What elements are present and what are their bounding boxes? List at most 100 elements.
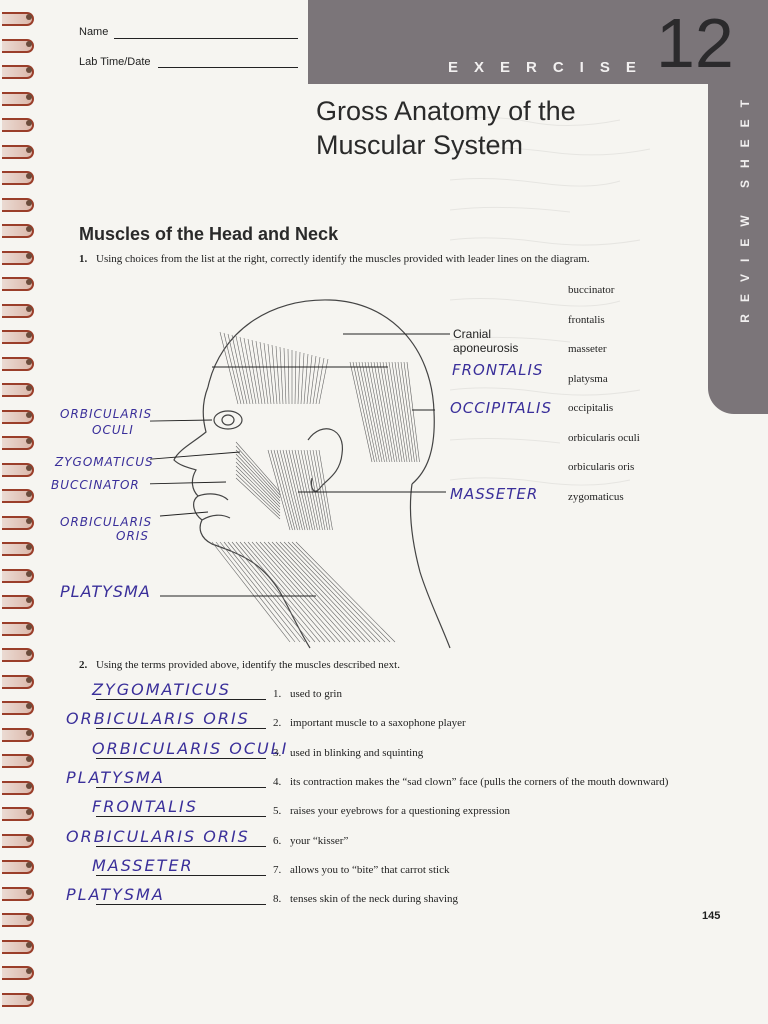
muscle-fiber [312, 356, 321, 405]
muscle-fiber [294, 449, 313, 531]
answer-number: 8. [273, 893, 282, 906]
hw-zygomaticus: ZYGOMATICUS [55, 455, 154, 469]
answer-handwritten: PLATYSMA [66, 767, 165, 787]
muscle-fiber [283, 347, 287, 405]
binding-hole [26, 597, 32, 603]
answer-description: your “kisser” [290, 834, 349, 847]
muscle-fiber [239, 336, 254, 405]
muscle-fiber [271, 541, 366, 643]
answer-line [96, 816, 266, 818]
muscle-fiber [297, 449, 316, 531]
hw-frontalis: FRONTALIS [452, 361, 544, 379]
answer-description: important muscle to a saxophone player [290, 717, 466, 730]
hw-buccinator: BUCCINATOR [51, 478, 140, 492]
hw-platysma: PLATYSMA [60, 582, 151, 601]
binding-hole [26, 464, 32, 471]
muscle-fiber [287, 541, 386, 643]
muscle-fiber [276, 449, 298, 531]
answer-number: 1. [273, 688, 282, 700]
muscle-fiber [215, 541, 296, 643]
muscle-fiber [358, 361, 380, 463]
exercise-banner [308, 0, 768, 84]
lab-time-line [158, 67, 298, 68]
muscle-fiber [376, 361, 395, 463]
muscle-fiber [271, 344, 278, 405]
muscle-fiber [306, 449, 323, 531]
muscle-fiber [235, 449, 281, 499]
answer-line [96, 845, 266, 847]
lab-time-label: Lab Time/Date [79, 56, 151, 68]
muscle-fiber [275, 541, 371, 643]
binding-hole [26, 517, 32, 524]
muscle-fiber [406, 361, 420, 463]
binding-hole [26, 729, 32, 736]
choice-item: orbicularis oris [568, 461, 635, 473]
choice-item: zygomaticus [568, 490, 624, 503]
question-2-number: 2. [79, 659, 88, 671]
muscle-fiber [355, 361, 378, 463]
binding-hole [26, 862, 32, 868]
binding-hole [26, 385, 32, 391]
muscle-fiber [231, 334, 248, 405]
muscle-fiber [288, 449, 308, 531]
muscle-fiber [219, 331, 239, 405]
answer-handwritten: ORBICULARIS ORIS [66, 709, 250, 729]
muscle-fiber [275, 345, 281, 405]
muscle-fiber [263, 541, 356, 643]
hw-orbicularis-oris-2: ORIS [116, 529, 149, 543]
choice-item: platysma [568, 372, 608, 385]
muscle-fiber [251, 339, 263, 405]
choice-item: frontalis [568, 313, 605, 326]
binding-hole [26, 14, 32, 20]
muscle-fiber [235, 445, 281, 496]
muscle-fiber [287, 348, 290, 405]
muscle-fiber [318, 358, 329, 405]
muscle-fiber [385, 361, 403, 463]
reverse-page-bleed [449, 116, 651, 486]
muscle-fiber [379, 361, 398, 463]
muscle-fiber [349, 361, 373, 463]
muscle-fiber [247, 338, 260, 405]
muscle-fiber [235, 541, 321, 643]
muscle-fiber [318, 449, 333, 531]
answer-description: used to grin [290, 688, 342, 700]
muscle-fiber [235, 477, 281, 520]
muscle-fiber [259, 541, 351, 643]
answer-line [96, 786, 266, 788]
exercise-number: 12 [656, 4, 734, 82]
binding-hole [26, 146, 32, 153]
answer-number: 5. [273, 805, 282, 818]
muscle-fiber [235, 441, 281, 493]
muscle-fiber [273, 449, 296, 531]
muscle-fiber [300, 449, 318, 531]
page-number: 145 [702, 910, 721, 922]
muscle-fiber [223, 332, 242, 405]
choice-item: occipitalis [568, 402, 614, 414]
answer-description: tenses skin of the neck during shaving [290, 893, 459, 906]
binding-hole [26, 703, 32, 709]
answer-handwritten: ORBICULARIS ORIS [66, 826, 250, 846]
answer-description: its contraction makes the “sad clown” fa… [290, 775, 669, 788]
section-heading: Muscles of the Head and Neck [79, 224, 339, 244]
muscle-fiber [255, 340, 266, 405]
muscle-fiber [235, 473, 281, 517]
exercise-label: EXERCISE [448, 59, 652, 76]
muscle-fiber [306, 354, 313, 405]
hw-orbicularis-oris-1: ORBICULARIS [60, 515, 153, 529]
muscle-fiber [247, 541, 336, 643]
muscle-fiber [370, 361, 390, 463]
choice-item: buccinator [568, 284, 615, 296]
muscle-fiber [283, 541, 381, 643]
spiral-binding [0, 0, 40, 1024]
cranial-aponeurosis-label: Cranial aponeurosis [453, 327, 518, 355]
question-2-text: Using the terms provided above, identify… [96, 659, 400, 671]
binding-hole [26, 226, 32, 232]
answer-description: used in blinking and squinting [290, 746, 424, 759]
binding-hole [26, 332, 32, 338]
muscle-fiber [235, 453, 281, 502]
muscle-fiber [231, 541, 316, 643]
muscle-fiber [367, 361, 388, 463]
muscle-fiber [282, 449, 303, 531]
binding-hole [26, 173, 32, 179]
head-neck-diagram [150, 299, 451, 649]
